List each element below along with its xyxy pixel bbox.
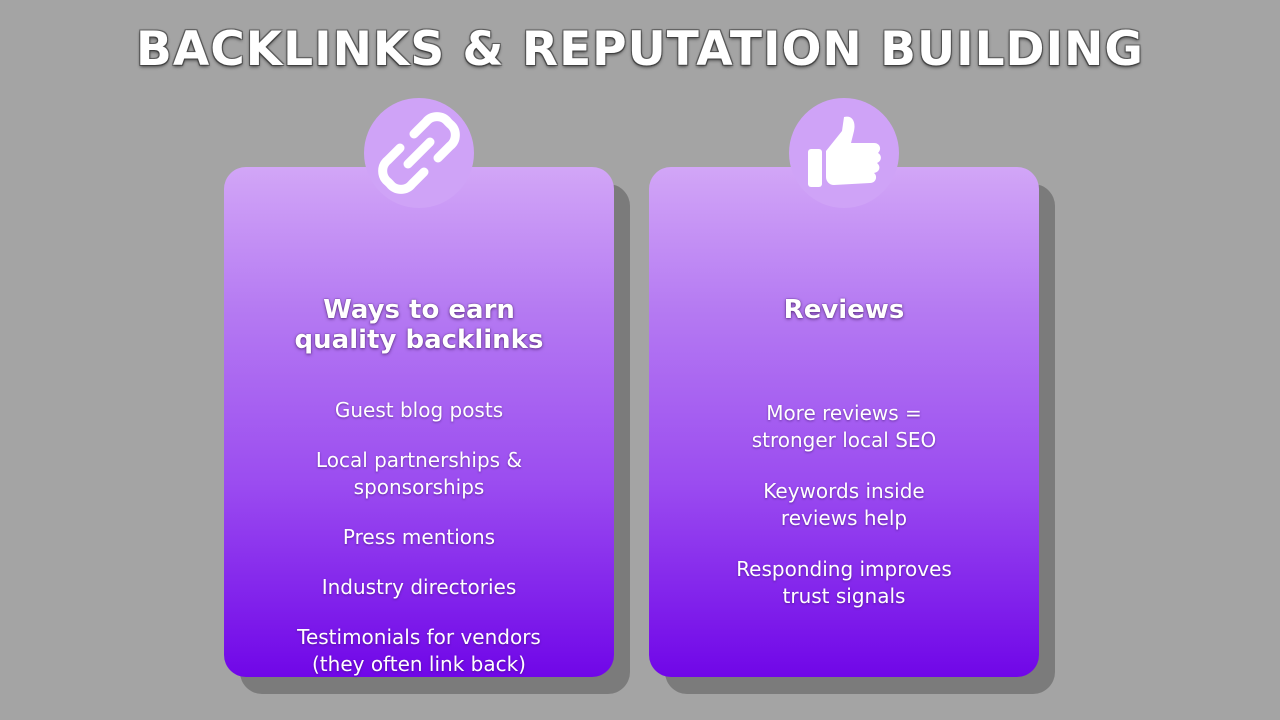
list-item: Press mentions <box>224 524 614 551</box>
backlinks-card: Ways to earn quality backlinks Guest blo… <box>224 98 630 694</box>
card-title: Ways to earn quality backlinks <box>224 295 614 355</box>
list-item-line: sponsorships <box>353 475 485 499</box>
list-item: Guest blog posts <box>224 397 614 424</box>
card-title: Reviews <box>649 295 1039 325</box>
card-title-line: quality backlinks <box>294 325 544 355</box>
card-title-line: Ways to earn <box>323 295 515 325</box>
list-item: Testimonials for vendors (they often lin… <box>224 624 614 678</box>
reviews-card: Reviews More reviews = stronger local SE… <box>649 98 1055 694</box>
list-item-line: trust signals <box>782 584 906 608</box>
list-item-line: Local partnerships & <box>315 448 523 472</box>
list-item-line: Keywords inside <box>763 479 925 503</box>
list-item-line: Testimonials for vendors <box>297 625 541 649</box>
icon-badge <box>789 98 899 208</box>
icon-badge <box>364 98 474 208</box>
card-body: Reviews More reviews = stronger local SE… <box>649 167 1039 677</box>
list-item: Local partnerships & sponsorships <box>224 447 614 501</box>
backlink-list: Guest blog posts Local partnerships & sp… <box>224 397 614 701</box>
list-item: Industry directories <box>224 574 614 601</box>
list-item: Keywords inside reviews help <box>649 478 1039 532</box>
list-item-line: Press mentions <box>342 525 496 549</box>
list-item-line: Responding improves <box>736 557 952 581</box>
list-item-line: Industry directories <box>321 575 517 599</box>
list-item-line: More reviews = <box>766 401 922 425</box>
card-title-line: Reviews <box>783 295 905 325</box>
list-item-line: (they often link back) <box>312 652 526 676</box>
page-title: BACKLINKS & REPUTATION BUILDING <box>136 22 1144 77</box>
card-body: Ways to earn quality backlinks Guest blo… <box>224 167 614 677</box>
thumbs-up-icon <box>808 116 881 187</box>
list-item-line: reviews help <box>780 506 908 530</box>
list-item-line: Guest blog posts <box>334 398 504 422</box>
list-item: Responding improves trust signals <box>649 556 1039 610</box>
link-icon <box>378 112 460 194</box>
list-item: More reviews = stronger local SEO <box>649 400 1039 454</box>
reviews-list: More reviews = stronger local SEO Keywor… <box>649 400 1039 634</box>
list-item-line: stronger local SEO <box>751 428 937 452</box>
